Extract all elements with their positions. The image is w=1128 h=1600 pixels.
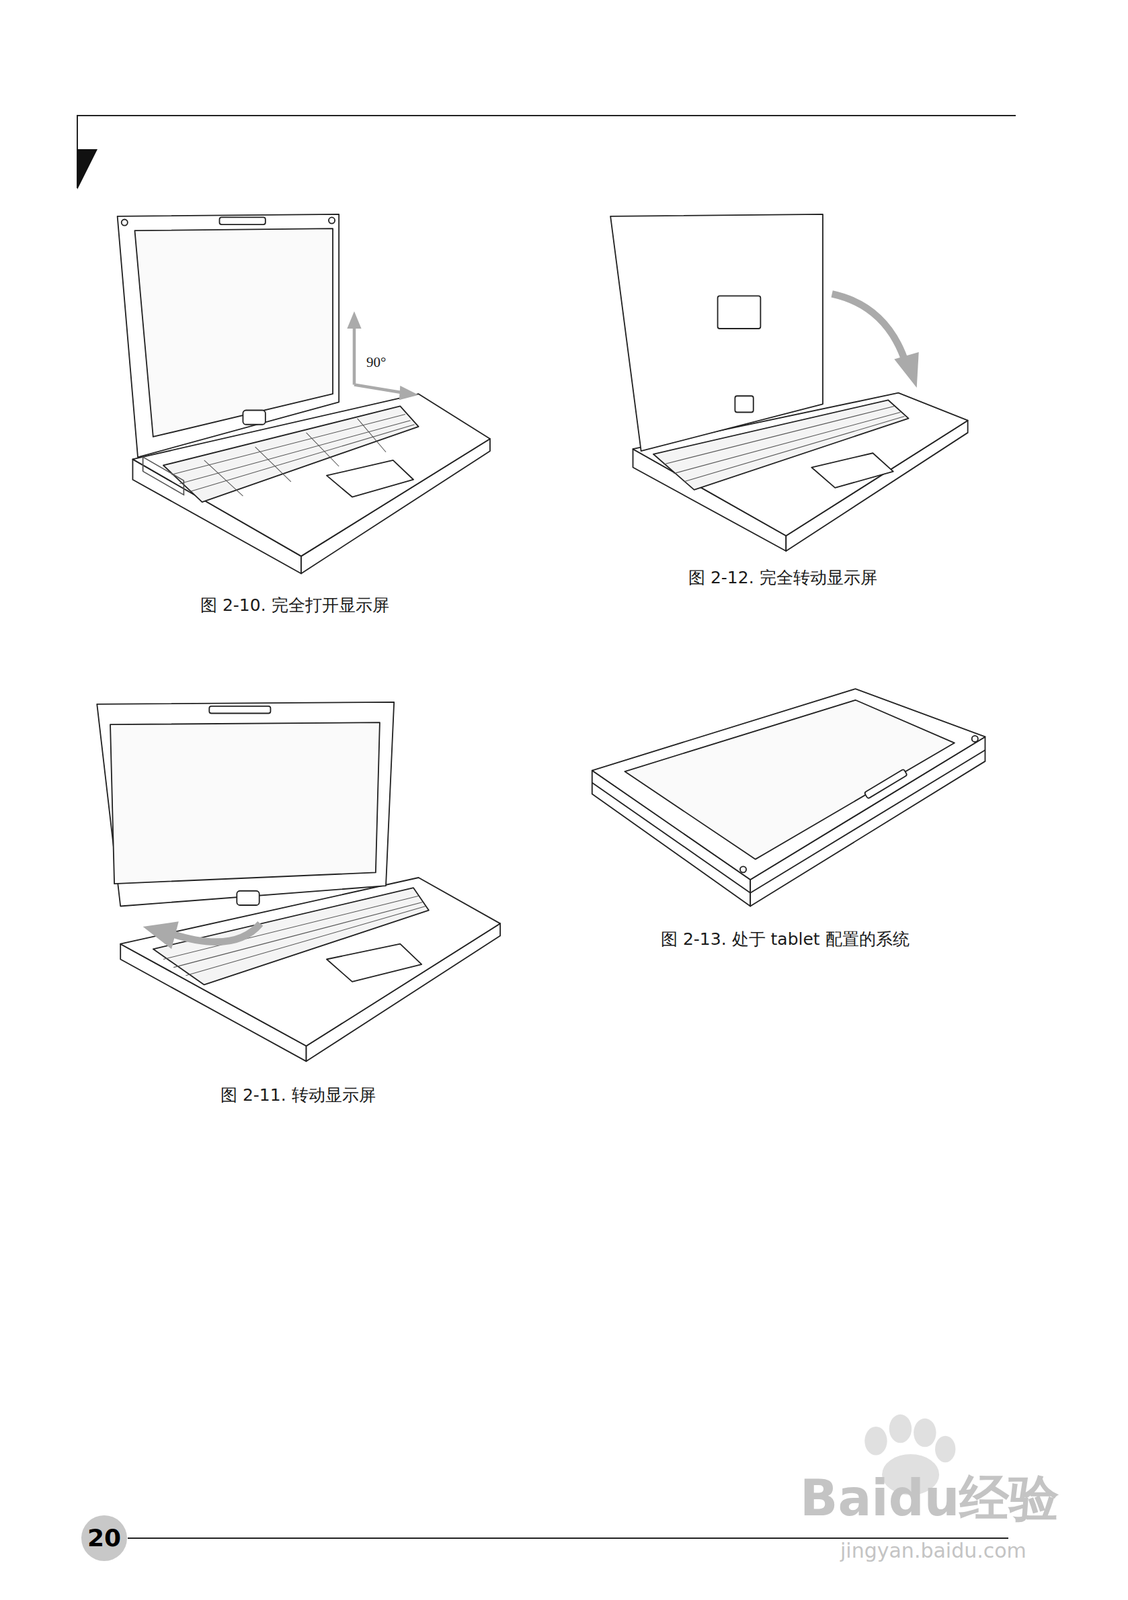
angle-label: 90° [366,354,386,372]
rotate-arrow [832,293,907,366]
rotate-arrowhead [143,921,179,950]
laptop-open [117,214,491,575]
rotate-arrowhead [894,352,919,388]
header-rule [76,114,1016,117]
angle-arrows [346,311,419,400]
header-corner-mark [77,149,98,190]
figure-caption: 图 2-12. 完全转动显示屏 [688,568,878,589]
laptop-rotated-full [610,214,969,552]
watermark-url: jingyan.baidu.com [840,1539,1027,1564]
page-number-disc [81,1515,128,1562]
laptop-rotating [96,702,501,1063]
figure-caption: 图 2-10. 完全打开显示屏 [200,595,390,616]
footer-rule [127,1538,1009,1540]
rotate-arrow [171,923,261,942]
laptop-tablet [592,689,986,907]
figure-caption: 图 2-11. 转动显示屏 [220,1085,376,1106]
figure-caption: 图 2-13. 处于 tablet 配置的系统 [660,929,910,950]
watermark: Baidu经验 [799,1468,1059,1529]
page-number: 20 [87,1523,122,1553]
